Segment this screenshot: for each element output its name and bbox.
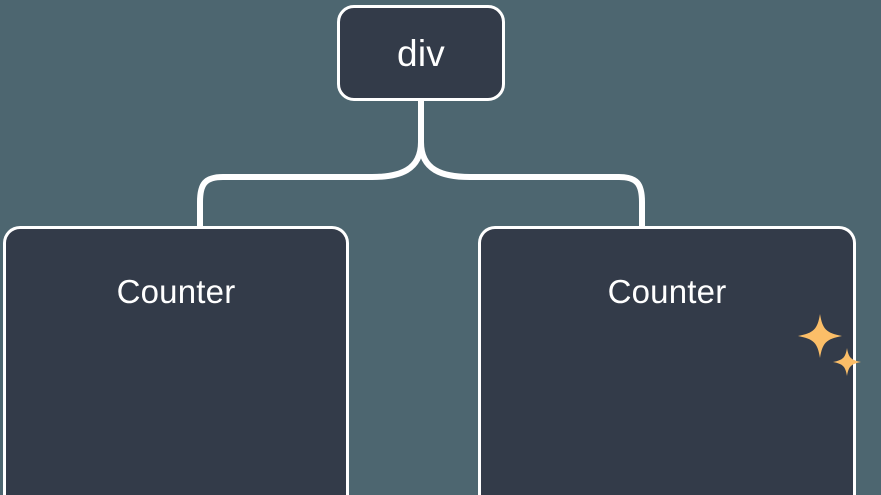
connector-branch-left (197, 139, 424, 229)
node-div[interactable]: div (337, 5, 505, 101)
node-counter-left-title: Counter (116, 273, 236, 310)
node-counter-right-title: Counter (607, 273, 727, 310)
node-counter-right[interactable]: Counter count 1 (478, 226, 856, 495)
connector-branch-right (418, 139, 645, 229)
node-div-label: div (397, 32, 445, 74)
node-counter-left[interactable]: Counter count 0 (3, 226, 349, 495)
